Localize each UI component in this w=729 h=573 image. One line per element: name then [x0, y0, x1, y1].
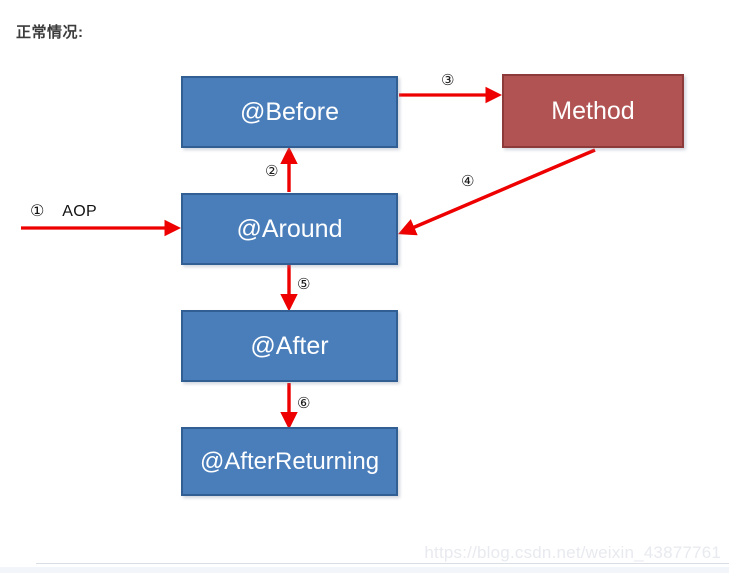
node-before[interactable]: @Before	[181, 76, 398, 148]
node-method[interactable]: Method	[502, 74, 684, 148]
page-title: 正常情况:	[16, 24, 84, 41]
node-method-label: Method	[551, 96, 635, 125]
node-after-label: @After	[250, 331, 329, 360]
step-4-marker: ④	[461, 173, 475, 190]
node-after-returning-label: @AfterReturning	[199, 447, 380, 475]
node-around[interactable]: @Around	[181, 193, 398, 265]
entry-label: AOP	[62, 203, 97, 220]
node-after-returning[interactable]: @AfterReturning	[181, 427, 398, 496]
step-1-number: ①	[30, 203, 45, 220]
footer-strip	[0, 567, 729, 573]
step-2-marker: ②	[265, 163, 279, 180]
arrow-4-method-to-around	[397, 148, 596, 236]
watermark-text: https://blog.csdn.net/weixin_43877761	[424, 543, 721, 562]
node-after[interactable]: @After	[181, 310, 398, 382]
step-3-marker: ③	[441, 72, 455, 89]
node-before-label: @Before	[239, 97, 340, 126]
node-around-label: @Around	[236, 214, 343, 243]
step-1-marker: ① AOP	[30, 201, 97, 221]
footer-divider	[36, 563, 729, 564]
step-5-marker: ⑤	[297, 276, 311, 293]
step-6-marker: ⑥	[297, 395, 311, 412]
